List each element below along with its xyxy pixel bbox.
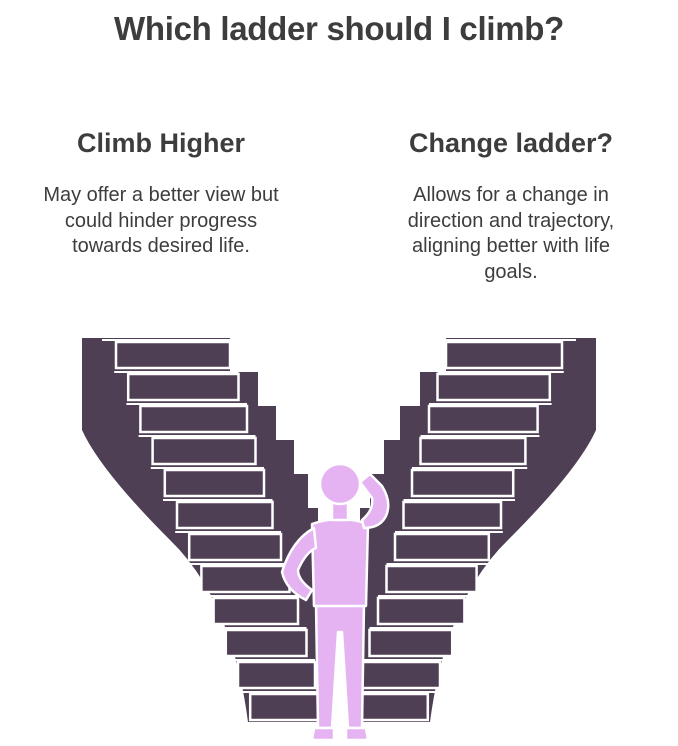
stair-step <box>163 468 266 498</box>
stair-step <box>248 692 325 722</box>
stair-step <box>436 372 552 402</box>
staircase-silhouette <box>348 338 596 722</box>
option-heading: Change ladder? <box>408 128 614 158</box>
staircase-right <box>348 338 596 722</box>
staircase-left <box>82 338 330 722</box>
stair-step <box>114 340 232 370</box>
page-title: Which ladder should I climb? <box>114 10 564 47</box>
stair-step <box>427 404 539 434</box>
stair-step <box>410 468 515 498</box>
stair-step <box>187 532 283 562</box>
stair-step <box>359 660 442 690</box>
stair-step <box>393 532 491 562</box>
stair-step <box>419 436 527 466</box>
option-change-ladder: Change ladder? Allows for a change in di… <box>386 128 636 285</box>
stair-step <box>139 404 249 434</box>
stair-step <box>175 500 274 530</box>
staircase-silhouette <box>82 338 330 722</box>
option-climb-higher: Climb Higher May offer a better view but… <box>36 128 286 260</box>
option-description: May offer a better view but could hinder… <box>43 184 279 257</box>
stair-step <box>385 564 478 594</box>
stair-step <box>402 500 503 530</box>
stair-step <box>200 564 291 594</box>
stair-step <box>376 596 466 626</box>
option-description: Allows for a change in direction and tra… <box>407 184 615 283</box>
stair-step <box>236 660 317 690</box>
option-heading: Climb Higher <box>76 128 245 158</box>
stair-step <box>224 628 308 658</box>
stair-step <box>351 692 430 722</box>
thinking-person-icon <box>280 462 390 742</box>
stair-step <box>212 596 300 626</box>
stair-step <box>126 372 240 402</box>
stair-step <box>151 436 257 466</box>
stair-step <box>368 628 454 658</box>
stair-step <box>444 340 564 370</box>
